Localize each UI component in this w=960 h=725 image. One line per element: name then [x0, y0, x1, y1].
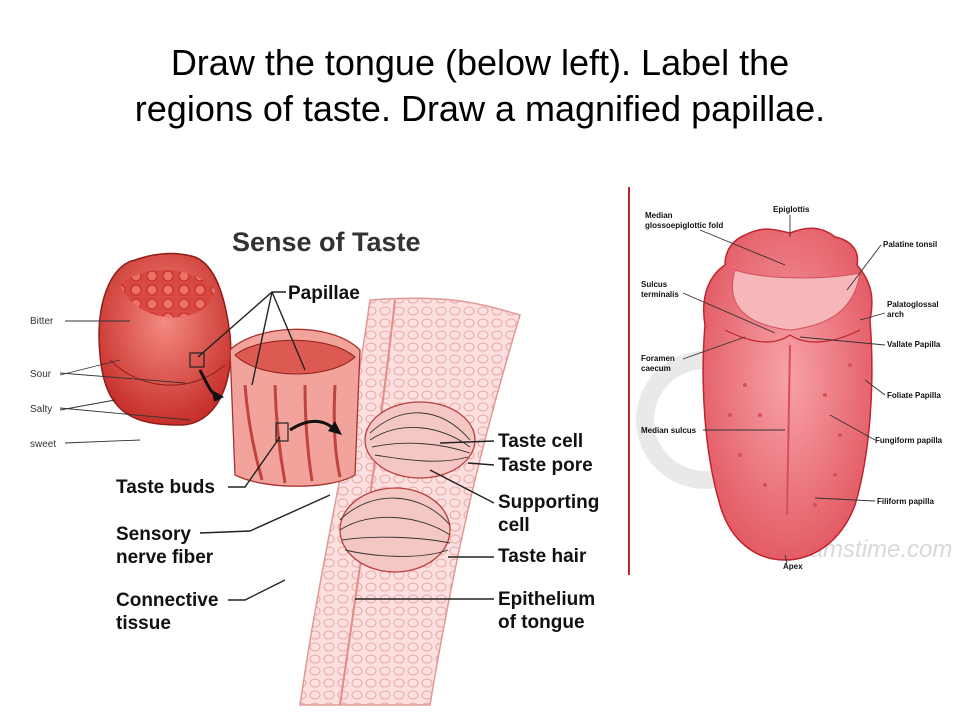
fungiform-dots — [728, 363, 852, 507]
taste-buds-lead — [228, 436, 281, 488]
label-foramen-1: Foramen — [641, 354, 675, 363]
foramen-lead — [682, 336, 746, 360]
label-connective-1: Connective — [116, 590, 218, 611]
title-line-1: Draw the tongue (below left). Label the — [170, 42, 790, 83]
sour-line-1 — [59, 372, 186, 384]
sour-line-2 — [59, 359, 121, 376]
taste-cell-lead — [439, 440, 495, 444]
label-median-sulcus: Median sulcus — [641, 426, 697, 435]
label-epiglottis: Epiglottis — [773, 205, 810, 214]
label-taste-pore: Taste pore — [498, 455, 593, 476]
tongue-root — [731, 269, 861, 331]
median-fold-lead — [699, 229, 786, 266]
region-sweet: sweet — [30, 439, 56, 450]
label-median-fold-2: glossoepiglottic fold — [645, 221, 723, 230]
fungiform-lead — [829, 414, 876, 441]
sense-of-taste-figure: Sense of Taste Bitter Sour Salty sweet P… — [0, 185, 625, 720]
papilla-magnified — [229, 328, 361, 487]
foliate-lead — [864, 379, 886, 396]
label-palatoglossal-2: arch — [887, 310, 904, 319]
tongue-anatomy-figure: dreamstime.com Epiglottis Median glossoe… — [625, 185, 960, 585]
arrow-head-1 — [212, 390, 224, 402]
salty-line-1 — [59, 407, 191, 421]
sense-of-taste-svg: Sense of Taste Bitter Sour Salty sweet P… — [30, 227, 599, 706]
tongue-illustration — [98, 252, 232, 426]
sweet-line — [64, 439, 141, 444]
label-filiform: Filiform papilla — [877, 497, 934, 506]
label-median-fold-1: Median — [645, 211, 673, 220]
taste-pore-lead — [467, 462, 495, 466]
papillae-leads — [197, 291, 306, 386]
filiform-lead — [814, 497, 876, 502]
taste-bud-upper — [364, 401, 476, 479]
region-sour: Sour — [30, 369, 52, 380]
label-taste-buds: Taste buds — [116, 477, 215, 498]
connective-lead — [228, 579, 286, 601]
label-sulcus-1: Sulcus — [641, 280, 668, 289]
sulcus-lead — [682, 292, 776, 334]
label-palatoglossal-1: Palatoglossal — [887, 300, 939, 309]
label-foramen-2: caecum — [641, 364, 671, 373]
label-foliate: Foliate Papilla — [887, 391, 941, 400]
supporting-lead — [429, 469, 495, 504]
arrow-head-2 — [328, 421, 342, 435]
label-sulcus-2: terminalis — [641, 290, 679, 299]
palatoglossal-lead — [859, 312, 886, 321]
label-supporting-1: Supporting — [498, 492, 599, 513]
sensory-lead — [199, 494, 331, 534]
region-bitter: Bitter — [30, 316, 54, 327]
heading: Sense of Taste — [232, 227, 421, 257]
slide-title: Draw the tongue (below left). Label the … — [0, 40, 960, 132]
label-taste-hair: Taste hair — [498, 546, 587, 567]
label-apex: Apex — [783, 562, 803, 571]
title-line-2: regions of taste. Draw a magnified papil… — [134, 88, 826, 129]
label-fungiform: Fungiform papilla — [875, 436, 943, 445]
median-sulcus-line — [786, 344, 791, 516]
label-epithelium-2: of tongue — [498, 612, 585, 633]
label-sensory-2: nerve fiber — [116, 547, 214, 568]
taste-bud-lower — [339, 487, 451, 573]
label-supporting-2: cell — [498, 515, 530, 536]
tongue-anatomy-svg: dreamstime.com Epiglottis Median glossoe… — [628, 187, 952, 575]
label-epithelium-1: Epithelium — [498, 589, 595, 610]
label-vallate: Vallate Papilla — [887, 340, 941, 349]
palatine-tonsil-lead — [846, 244, 882, 291]
salty-line-2 — [59, 399, 116, 411]
region-salty: Salty — [30, 404, 52, 415]
label-sensory-1: Sensory — [116, 524, 191, 545]
sulcus-terminalis-line — [724, 329, 861, 343]
label-palatine-tonsil: Palatine tonsil — [883, 240, 937, 249]
label-taste-cell: Taste cell — [498, 431, 583, 452]
label-connective-2: tissue — [116, 613, 171, 634]
vallate-lead — [799, 336, 886, 346]
label-papillae: Papillae — [288, 283, 360, 304]
apex-lead — [784, 554, 788, 564]
